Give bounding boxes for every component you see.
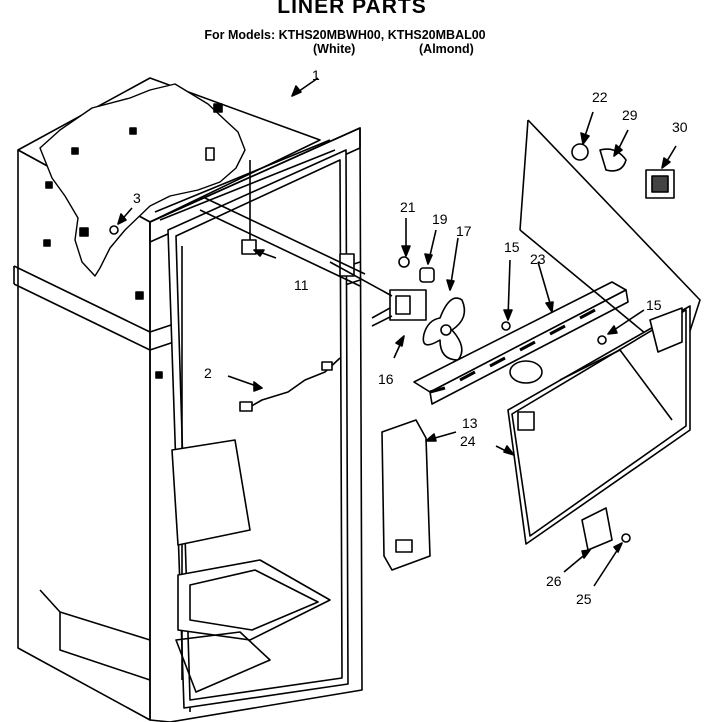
evaporator-cover-part-24 [495,305,691,545]
callout-23: 23 [530,251,546,267]
callout-19: 19 [432,211,448,227]
bracket-part-26 [563,507,613,573]
callout-1: 1 [312,67,320,83]
diagram-title: LINER PARTS [277,0,427,18]
screw-part-15 [501,259,645,345]
variant-white-label: (White) [313,42,356,56]
callout-21: 21 [400,199,416,215]
callout-24: 24 [460,433,476,449]
callout-15b: 15 [646,297,662,313]
fan-motor-assembly [329,218,466,361]
callout-22: 22 [592,89,608,105]
callout-16: 16 [378,371,394,387]
screw-part-25 [593,533,631,587]
wire-harness [227,357,341,412]
liner-body [13,77,363,722]
clip-part-3 [109,207,133,235]
models-line: For Models: KTHS20MBWH00, KTHS20MBAL00 [204,28,486,42]
callout-30: 30 [672,119,688,135]
variant-almond-label: (Almond) [419,42,474,56]
callout-11: 11 [294,277,309,293]
callout-26: 26 [546,573,562,589]
air-duct-part-23 [413,261,629,405]
callout-17: 17 [456,223,472,239]
callout-3: 3 [133,190,141,206]
grille-part-13 [381,419,457,571]
callout-2: 2 [204,365,212,381]
callout-labels: 1 2 3 11 13 15 15 16 17 19 21 22 23 24 2… [133,67,688,607]
callout-13: 13 [462,415,478,431]
callout-29: 29 [622,107,638,123]
light-socket-part-11 [199,160,366,287]
callout-25: 25 [576,591,592,607]
callout-15a: 15 [504,239,520,255]
